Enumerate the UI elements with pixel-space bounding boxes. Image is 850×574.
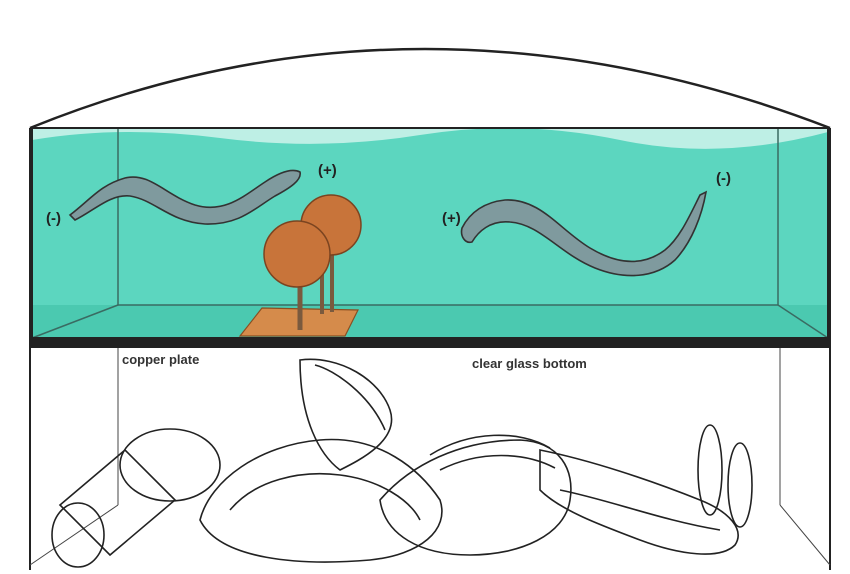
glass-bottom-label: clear glass bottom (472, 356, 587, 371)
sketch-head (315, 365, 385, 430)
cabinet-floor-right (780, 505, 830, 565)
sketch-hand (120, 429, 220, 501)
copper-plate-label: copper plate (122, 352, 199, 367)
sketch-legs-2 (560, 490, 720, 530)
eel-left-positive-label: (+) (318, 162, 337, 179)
sketch-foot-2 (728, 443, 752, 527)
eel-right-negative-label: (-) (716, 170, 731, 187)
reclining-person-sketch (52, 359, 752, 567)
sketch-foot-1 (698, 425, 722, 515)
sketch-torso-inner (230, 474, 420, 520)
water-floor-tint (32, 305, 828, 338)
eel-right-positive-label: (+) (442, 210, 461, 227)
glass-bottom-bar (30, 338, 830, 348)
aquarium-tank (32, 128, 828, 338)
sketch-arm-end (52, 503, 104, 567)
eel-left-negative-label: (-) (46, 210, 61, 227)
dome-outline (30, 49, 830, 128)
sketch-torso (200, 440, 442, 562)
copper-ball-front (264, 221, 330, 287)
